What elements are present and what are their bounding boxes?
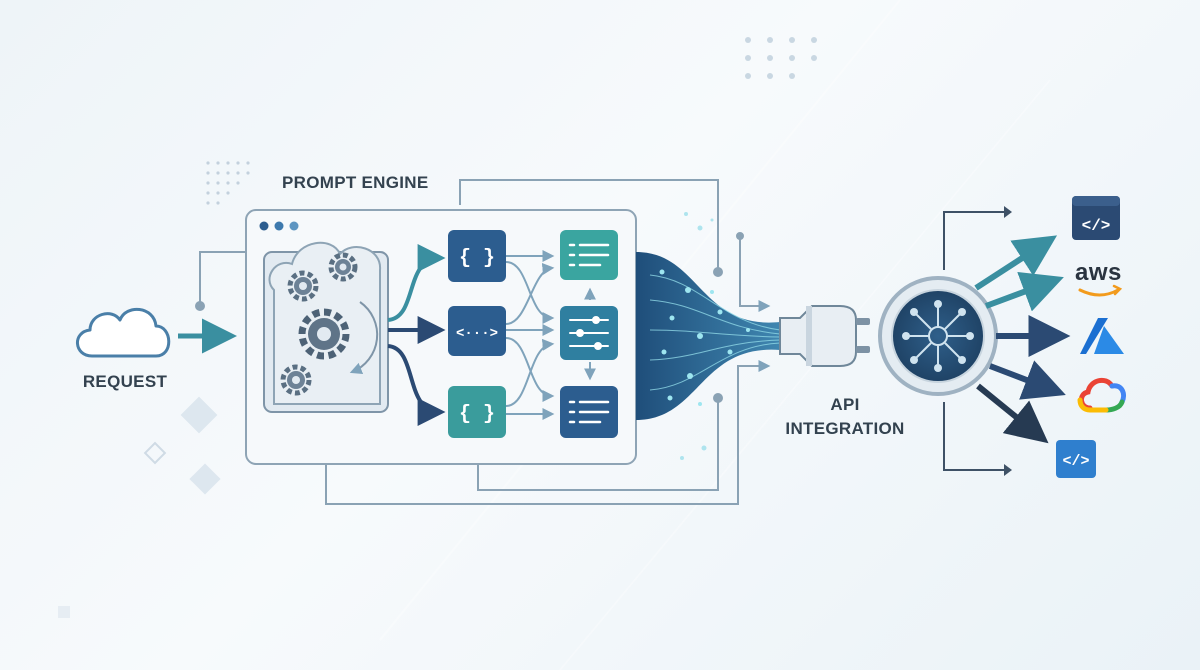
data-funnel <box>636 252 780 420</box>
module-json-bottom: { } <box>448 386 506 438</box>
output-list-top <box>560 230 618 280</box>
decorative-diamonds <box>58 396 221 618</box>
prompt-engine-label: PROMPT ENGINE <box>282 173 429 192</box>
data-particles <box>659 269 750 406</box>
aws-logo <box>1078 284 1123 297</box>
dot-grid-left <box>206 161 250 205</box>
data-streams <box>649 274 781 391</box>
svg-text:</>: </> <box>1062 453 1089 470</box>
gear-icon-bottom <box>280 364 312 396</box>
dot-grid-top <box>745 37 817 79</box>
svg-text:</>: </> <box>1082 217 1111 235</box>
output-list-bottom <box>560 386 618 438</box>
cloud-icon <box>76 307 171 358</box>
api-integration-label: API INTEGRATION <box>770 393 920 441</box>
gear-icon-large <box>298 308 350 360</box>
gear-icon-top-right <box>328 252 358 282</box>
code-window-icon: </> <box>1072 196 1120 240</box>
engine-flow-arrows <box>387 244 446 426</box>
api-label-line2: INTEGRATION <box>785 419 905 438</box>
module-symbol: { } <box>459 247 495 270</box>
api-label-line1: API <box>830 395 860 414</box>
google-cloud-logo <box>1077 377 1127 413</box>
rotation-arrow <box>349 301 379 375</box>
module-symbol: { } <box>459 403 495 426</box>
code-badge-icon: </> <box>1056 440 1096 478</box>
integration-hub <box>878 276 998 396</box>
plug-connector-icon <box>779 305 870 367</box>
network-icon <box>902 300 974 372</box>
gear-icon-top-left <box>287 270 319 302</box>
azure-logo <box>1080 318 1124 354</box>
hub-bracket-arrowheads <box>1004 206 1012 476</box>
request-label: REQUEST <box>82 372 168 391</box>
distribution-arrows <box>974 235 1071 444</box>
aws-label: aws <box>1075 259 1122 286</box>
module-output-arrows <box>505 250 596 420</box>
floating-particles <box>680 212 714 460</box>
hub-bracket-lines <box>943 211 1004 471</box>
module-symbol: <···> <box>456 326 498 342</box>
output-sliders <box>560 306 618 360</box>
module-code: <···> <box>448 306 506 356</box>
window-dots <box>259 221 299 231</box>
module-json-top: { } <box>448 230 506 282</box>
